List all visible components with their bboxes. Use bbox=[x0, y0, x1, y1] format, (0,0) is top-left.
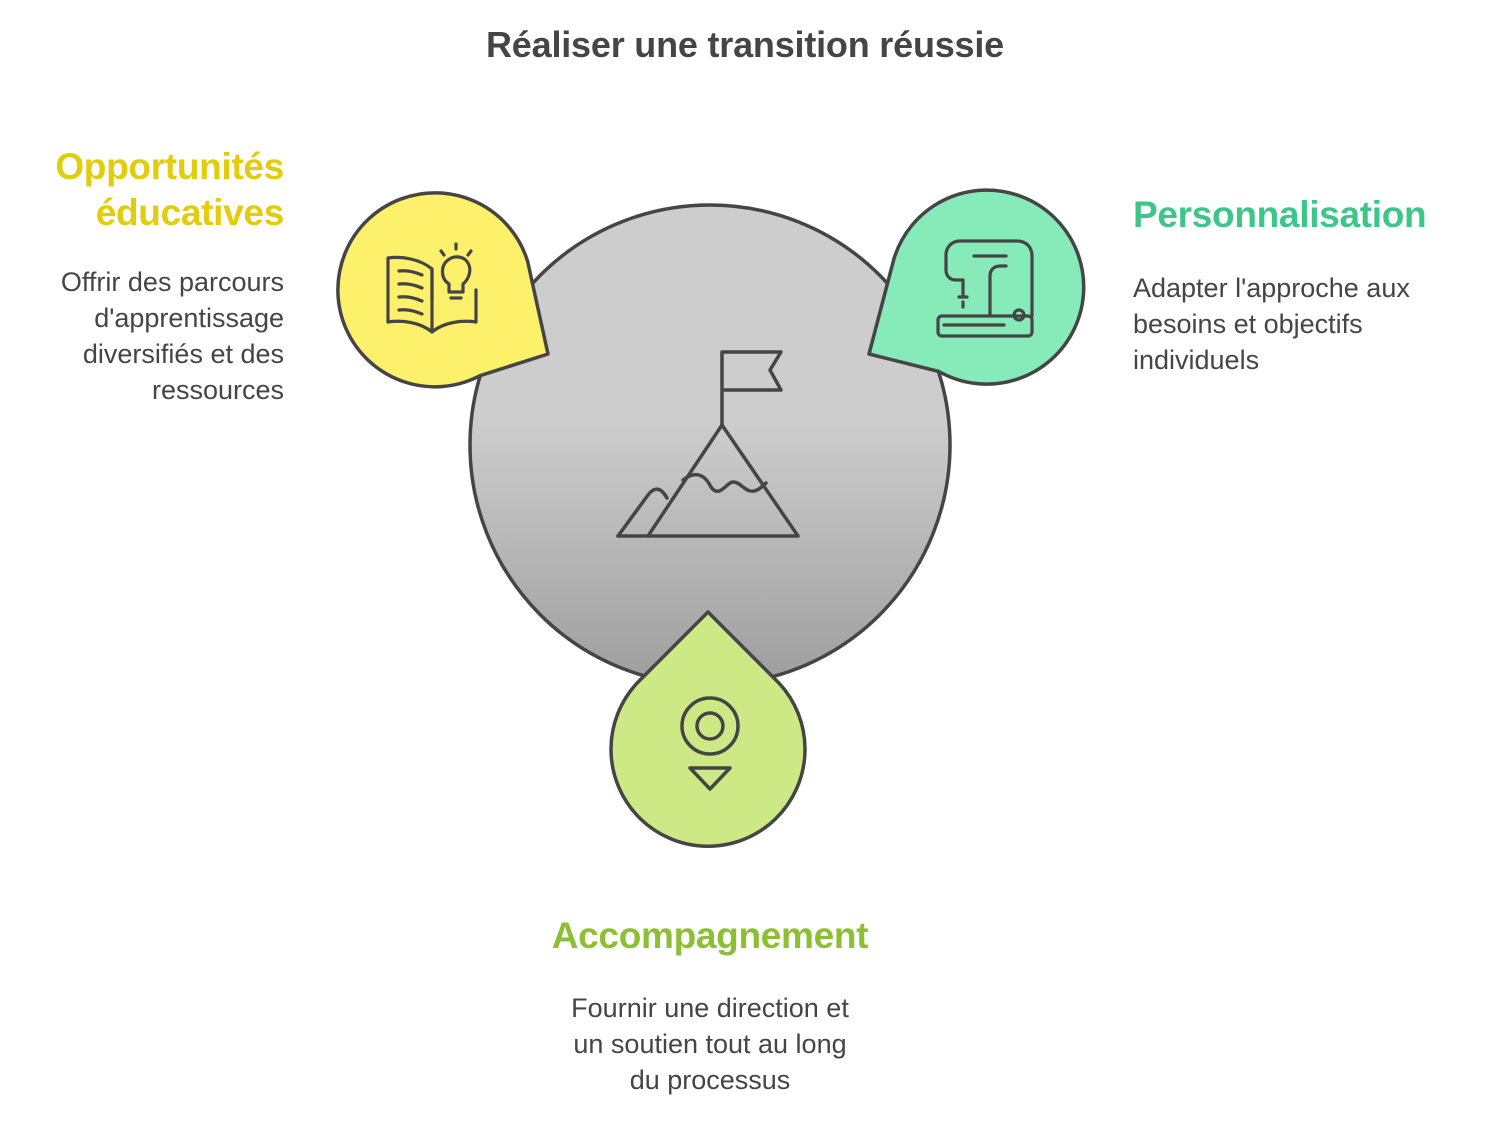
education-description-line: diversifiés et des bbox=[82, 339, 284, 369]
location-pin-icon bbox=[680, 696, 740, 791]
sewing-machine-icon bbox=[936, 239, 1034, 338]
mountain-flag-icon bbox=[616, 350, 800, 538]
accompaniment-heading: Accompagnement bbox=[551, 915, 869, 956]
education-heading-line: éducatives bbox=[95, 192, 285, 233]
education-description-line: d'apprentissage bbox=[94, 303, 284, 333]
education-petal bbox=[336, 191, 550, 389]
personalization-description-line: besoins et objectifs bbox=[1133, 309, 1363, 339]
personalization-description: Adapter l'approche aux besoins et object… bbox=[1133, 270, 1473, 378]
accompaniment-description-line: Fournir une direction et bbox=[571, 993, 849, 1023]
personalization-description-line: Adapter l'approche aux bbox=[1133, 273, 1410, 303]
accompaniment-description: Fournir une direction et un soutien tout… bbox=[530, 990, 890, 1098]
education-heading-line: Opportunités bbox=[55, 146, 284, 187]
personalization-heading: Personnalisation bbox=[1133, 194, 1427, 235]
personalization-petal bbox=[867, 188, 1086, 386]
accompaniment-petal bbox=[609, 610, 807, 848]
education-description-line: Offrir des parcours bbox=[60, 267, 284, 297]
personalization-description-line: individuels bbox=[1133, 345, 1260, 375]
diagram-title: Réaliser une transition réussie bbox=[486, 24, 1004, 65]
open-book-lightbulb-icon bbox=[386, 242, 478, 334]
education-heading: Opportunités éducatives bbox=[0, 144, 284, 236]
accompaniment-description-line: du processus bbox=[629, 1065, 791, 1095]
education-description-line: ressources bbox=[151, 375, 284, 405]
education-description: Offrir des parcours d'apprentissage dive… bbox=[0, 264, 284, 408]
accompaniment-description-line: un soutien tout au long bbox=[573, 1029, 847, 1059]
